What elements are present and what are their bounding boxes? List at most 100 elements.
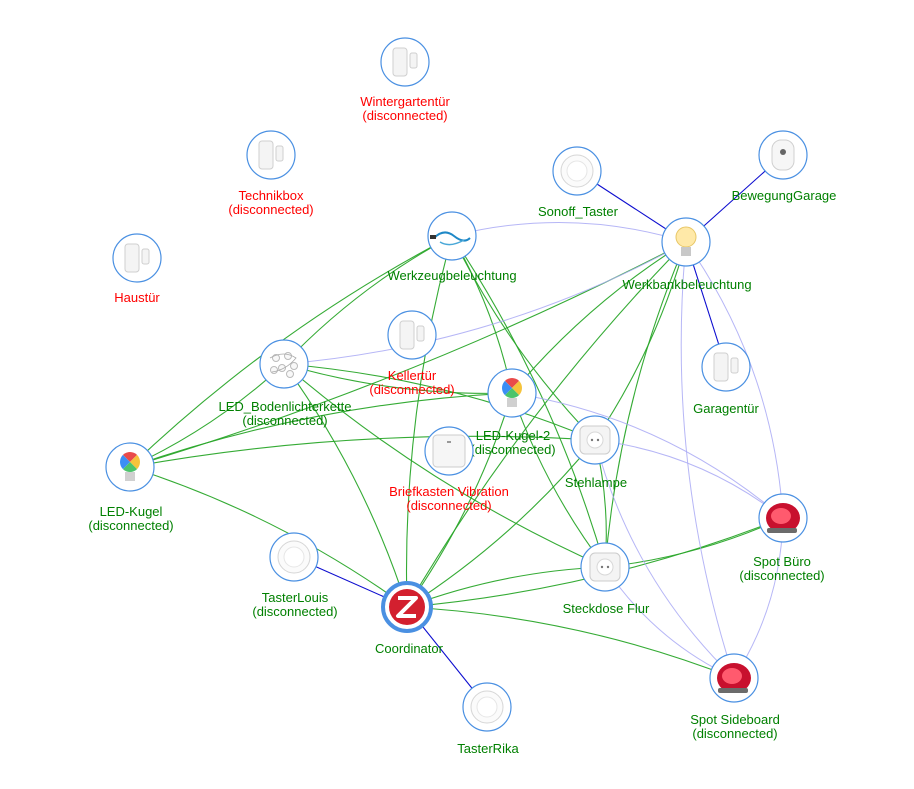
link-stehlampe-spot_sideboard: [594, 439, 735, 679]
spot-lamp-icon: [766, 503, 800, 533]
link-werkbankbeleuchtung-steckdose_flur: [604, 241, 687, 568]
node-wintergartentuer[interactable]: Wintergartentür(disconnected): [360, 37, 450, 123]
node-briefkasten[interactable]: Briefkasten Vibration(disconnected): [389, 426, 509, 513]
led-strip-icon: [430, 231, 471, 246]
node-name-label: LED-Kugel-2: [476, 428, 550, 443]
node-name-label: LED_Bodenlichterkette: [219, 399, 352, 414]
link-werkbankbeleuchtung-stehlampe: [594, 241, 687, 441]
smart-plug-icon: [589, 552, 621, 582]
link-led_bodenlichterkette-werkbankbeleuchtung: [283, 241, 687, 365]
link-werkzeugbeleuchtung-steckdose_flur: [451, 235, 606, 568]
node-name-label: Garagentür: [693, 401, 759, 416]
zigbee-logo-icon: [389, 589, 425, 625]
link-werkbankbeleuchtung-spot_buero: [685, 241, 784, 519]
node-name-label: Briefkasten Vibration: [389, 484, 509, 499]
node-sonoff_taster[interactable]: Sonoff_Taster: [538, 146, 619, 219]
node-name-label: Haustür: [114, 290, 160, 305]
node-spot_sideboard[interactable]: Spot Sideboard(disconnected): [690, 653, 780, 741]
spot-lamp-icon: [717, 663, 751, 693]
link-spot_buero-spot_sideboard: [733, 517, 784, 679]
door-sensor-icon: [258, 140, 284, 170]
node-werkzeugbeleuchtung[interactable]: Werkzeugbeleuchtung: [387, 211, 517, 283]
node-status-label: (disconnected): [252, 604, 337, 619]
node-status-label: (disconnected): [406, 498, 491, 513]
node-name-label: Spot Sideboard: [690, 712, 780, 727]
node-spot_buero[interactable]: Spot Büro(disconnected): [739, 493, 825, 583]
node-name-label: Werkzeugbeleuchtung: [387, 268, 516, 283]
link-led_bodenlichterkette-led_kugel_2: [283, 363, 513, 394]
string-lights-icon: [269, 352, 298, 378]
node-steckdose_flur[interactable]: Steckdose Flur: [563, 542, 650, 616]
bulb-color-icon: [501, 378, 522, 407]
node-led_kugel[interactable]: LED-Kugel(disconnected): [88, 442, 174, 533]
node-led_bodenlichterkette[interactable]: LED_Bodenlichterkette(disconnected): [219, 339, 352, 428]
node-garagentuer[interactable]: Garagentür: [693, 342, 760, 416]
link-werkzeugbeleuchtung-led_bodenlichterkette: [283, 235, 453, 365]
node-status-label: (disconnected): [739, 568, 824, 583]
node-status-label: (disconnected): [362, 108, 447, 123]
node-status-label: (disconnected): [470, 442, 555, 457]
link-werkzeugbeleuchtung-werkbankbeleuchtung: [451, 222, 687, 243]
link-led_kugel_2-spot_buero: [511, 392, 784, 519]
link-coordinator-led_kugel: [129, 466, 408, 608]
node-status-label: (disconnected): [88, 518, 173, 533]
node-kellertuer[interactable]: Kellertür(disconnected): [369, 310, 455, 397]
smart-plug-icon: [579, 425, 611, 455]
link-led_bodenlichterkette-stehlampe: [283, 363, 596, 441]
bulb-color-icon: [119, 451, 141, 481]
node-name-label: Sonoff_Taster: [538, 204, 619, 219]
node-technikbox[interactable]: Technikbox(disconnected): [228, 130, 314, 217]
node-circle: [259, 339, 309, 389]
door-sensor-icon: [124, 243, 150, 273]
node-name-label: Kellertür: [388, 368, 437, 383]
node-led_kugel_2[interactable]: LED-Kugel-2(disconnected): [470, 368, 556, 457]
node-stehlampe[interactable]: Stehlampe: [565, 415, 627, 490]
node-haustuer[interactable]: Haustür: [112, 233, 162, 305]
round-button-icon: [470, 690, 504, 724]
node-name-label: Coordinator: [375, 641, 444, 656]
link-led_kugel-stehlampe: [129, 435, 596, 468]
nodes-layer: Coordinator Wintergartentür(disconnected)…: [88, 37, 837, 756]
link-led_bodenlichterkette-steckdose_flur: [283, 363, 606, 568]
link-steckdose_flur-spot_sideboard: [604, 566, 735, 679]
node-status-label: (disconnected): [692, 726, 777, 741]
node-bewegunggarage[interactable]: BewegungGarage: [732, 130, 837, 203]
node-name-label: Werkbankbeleuchtung: [622, 277, 751, 292]
link-led_kugel-led_kugel_2: [129, 392, 513, 468]
node-name-label: BewegungGarage: [732, 188, 837, 203]
vibration-sensor-icon: [432, 434, 466, 468]
door-sensor-icon: [713, 352, 739, 382]
node-name-label: TasterLouis: [262, 590, 329, 605]
link-werkbankbeleuchtung-spot_sideboard: [680, 241, 735, 679]
node-name-label: LED-Kugel: [100, 504, 163, 519]
door-sensor-icon: [399, 320, 425, 350]
node-name-label: Steckdose Flur: [563, 601, 650, 616]
node-tasterlouis[interactable]: TasterLouis(disconnected): [252, 532, 338, 619]
round-button-icon: [560, 154, 594, 188]
node-status-label: (disconnected): [369, 382, 454, 397]
link-coordinator-led_bodenlichterkette: [283, 363, 408, 608]
link-coordinator-stehlampe: [406, 439, 596, 608]
door-sensor-icon: [392, 47, 418, 77]
link-coordinator-spot_sideboard: [406, 606, 735, 679]
node-name-label: Stehlampe: [565, 475, 627, 490]
node-name-label: Spot Büro: [753, 554, 811, 569]
node-status-label: (disconnected): [242, 413, 327, 428]
link-werkzeugbeleuchtung-led_kugel_2: [451, 235, 513, 394]
node-coordinator[interactable]: Coordinator: [375, 581, 444, 656]
node-tasterrika[interactable]: TasterRika: [457, 682, 519, 756]
node-name-label: Technikbox: [238, 188, 304, 203]
node-name-label: TasterRika: [457, 741, 519, 756]
link-coordinator-werkbankbeleuchtung: [406, 241, 687, 608]
link-coordinator-werkzeugbeleuchtung: [405, 235, 453, 608]
link-led_kugel_2-werkbankbeleuchtung: [511, 241, 687, 394]
link-stehlampe-spot_buero: [594, 439, 784, 519]
motion-sensor-icon: [771, 139, 795, 171]
round-button-icon: [277, 540, 311, 574]
node-status-label: (disconnected): [228, 202, 313, 217]
links-layer: [129, 154, 784, 708]
bulb-warm-icon: [675, 226, 697, 256]
node-werkbankbeleuchtung[interactable]: Werkbankbeleuchtung: [622, 217, 752, 292]
link-coordinator-led_kugel_2: [406, 392, 513, 608]
